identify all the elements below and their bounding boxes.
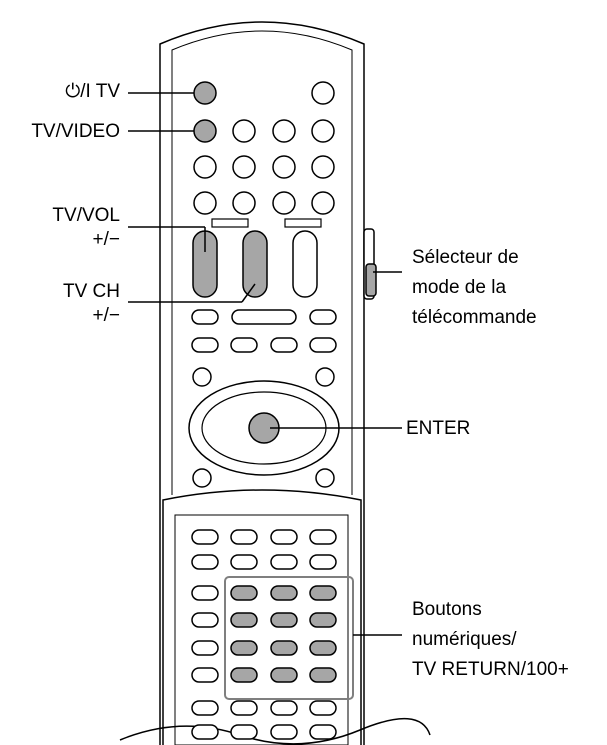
keypad-button: [191, 612, 219, 628]
keypad-button: [309, 700, 337, 716]
numeric-button: [309, 640, 337, 656]
function-button: [230, 337, 258, 353]
keypad-button: [230, 700, 258, 716]
label-selector-line3: télécommande: [412, 307, 537, 328]
numeric-button: [230, 667, 258, 683]
numeric-button: [309, 585, 337, 601]
keypad-button: [309, 724, 337, 740]
label-tv-vol: TV/VOL: [52, 205, 120, 226]
keypad-button: [191, 667, 219, 683]
top-button: [311, 155, 335, 179]
function-button: [309, 337, 337, 353]
keypad-button: [309, 554, 337, 570]
numeric-button: [230, 585, 258, 601]
power-button: [311, 81, 335, 105]
top-button: [272, 191, 296, 215]
remote-lower-panel: [174, 514, 349, 745]
label-tv-ch: TV CH: [63, 281, 120, 302]
top-button: [232, 119, 256, 143]
corner-button: [315, 468, 335, 488]
corner-button: [315, 367, 335, 387]
keypad-button: [191, 724, 219, 740]
top-button: [311, 119, 335, 143]
keypad-button: [270, 554, 298, 570]
top-button: [232, 191, 256, 215]
tv-video-button: [193, 119, 217, 143]
label-enter: ENTER: [406, 418, 471, 439]
label-tv-ch-plus-minus: +/−: [92, 305, 120, 326]
keypad-button: [191, 554, 219, 570]
keypad-button: [270, 724, 298, 740]
keypad-button: [270, 700, 298, 716]
function-button: [309, 309, 337, 325]
keypad-button: [191, 585, 219, 601]
top-button: [311, 191, 335, 215]
remote-inner-edge: [171, 30, 353, 495]
numeric-button: [309, 667, 337, 683]
keypad-button: [230, 529, 258, 545]
numeric-button: [270, 585, 298, 601]
label-numeric-line2: numériques/: [412, 629, 517, 650]
function-button: [231, 309, 297, 325]
function-button: [270, 337, 298, 353]
label-tv-video: TV/VIDEO: [31, 121, 120, 142]
keypad-button: [230, 724, 258, 740]
tv-ch-rocker: [242, 230, 268, 298]
keypad-button: [230, 554, 258, 570]
top-button: [193, 191, 217, 215]
numeric-button: [270, 640, 298, 656]
label-selector-line2: mode de la: [412, 277, 507, 298]
keypad-button: [191, 529, 219, 545]
label-numeric-line1: Boutons: [412, 599, 482, 620]
numeric-button: [309, 612, 337, 628]
numeric-button: [270, 667, 298, 683]
label-numeric-line3: TV RETURN/100+: [412, 659, 569, 680]
keypad-button: [191, 700, 219, 716]
label-selector-line1: Sélecteur de: [412, 247, 519, 268]
corner-button: [192, 468, 212, 488]
keypad-button: [270, 529, 298, 545]
leader-tv-ch-diag: [241, 283, 256, 303]
top-button: [232, 155, 256, 179]
tv-power-button: [193, 81, 217, 105]
keypad-button: [191, 640, 219, 656]
top-button: [193, 155, 217, 179]
corner-button: [192, 367, 212, 387]
mode-selector-knob: [365, 263, 377, 297]
indicator-bar: [284, 218, 322, 228]
top-button: [272, 155, 296, 179]
numeric-button: [230, 612, 258, 628]
top-button: [272, 119, 296, 143]
numeric-keys-frame: [224, 576, 354, 700]
numeric-button: [270, 612, 298, 628]
numeric-button: [230, 640, 258, 656]
keypad-button: [309, 529, 337, 545]
function-button: [191, 337, 219, 353]
label-tv-vol-plus-minus: +/−: [92, 229, 120, 250]
indicator-bar: [211, 218, 249, 228]
function-button: [191, 309, 219, 325]
remote-cut-wave: [119, 718, 431, 745]
label-power-tv: ⏻/I TV: [65, 81, 120, 102]
rocker: [292, 230, 318, 298]
